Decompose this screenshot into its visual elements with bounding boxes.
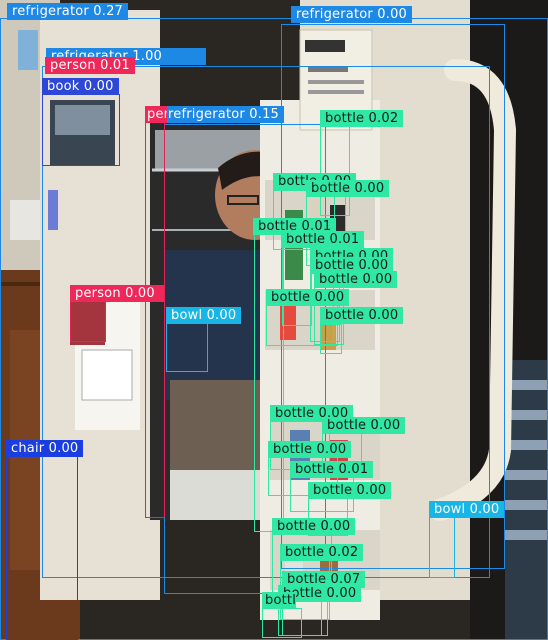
magnets-and-calendar	[18, 30, 140, 430]
detection-label: bottle 0.00	[308, 482, 392, 499]
detection-label: bottle 0.00	[262, 592, 296, 609]
detection-label: bottle 0.00	[272, 518, 356, 535]
detection-box	[42, 66, 490, 578]
detection-box	[42, 94, 120, 166]
detection-label: bottle 0.00	[310, 257, 394, 274]
detection-label: bottle 0.07	[282, 571, 366, 588]
detection-box	[6, 456, 78, 640]
detection-label: bottle 0.00	[266, 289, 350, 306]
detection-label: bottle 0.01	[281, 231, 365, 248]
detection-box	[70, 300, 106, 342]
detection-label: bottle 0.00	[268, 441, 352, 458]
detection-box	[166, 322, 208, 372]
detection-label: bottle 0.00	[306, 180, 390, 197]
detection-label: refrigerator 0.15	[163, 106, 285, 123]
detection-label: bowl 0.00	[429, 501, 505, 518]
detection-label: bottle 0.00	[278, 585, 362, 602]
detection-box	[145, 118, 165, 518]
detection-label: bowl 0.00	[166, 307, 242, 324]
detection-label: person	[145, 106, 167, 123]
detection-label: bottle 0.00	[314, 271, 398, 288]
detection-label: bottle 0.01	[290, 461, 374, 478]
detection-label: refrigerator 0.00	[291, 6, 413, 23]
detection-label: bottle 0.02	[320, 110, 404, 127]
detection-box	[320, 324, 342, 354]
detection-label: refrigerator 0.27	[7, 3, 129, 20]
detection-label: bottle 0.02	[280, 544, 364, 561]
striped-fabric	[505, 360, 548, 640]
detection-label: book 0.00	[42, 78, 119, 95]
detection-label: bottle 0.01	[253, 218, 337, 235]
detection-label: person 0.01	[45, 57, 135, 74]
detection-label: bottle 0.00	[322, 417, 406, 434]
detection-box	[429, 516, 455, 578]
detection-label: bottle 0.00	[320, 307, 404, 324]
detection-box	[262, 608, 302, 638]
detection-label: chair 0.00	[6, 440, 84, 457]
detection-label: person 0.00	[70, 285, 164, 302]
